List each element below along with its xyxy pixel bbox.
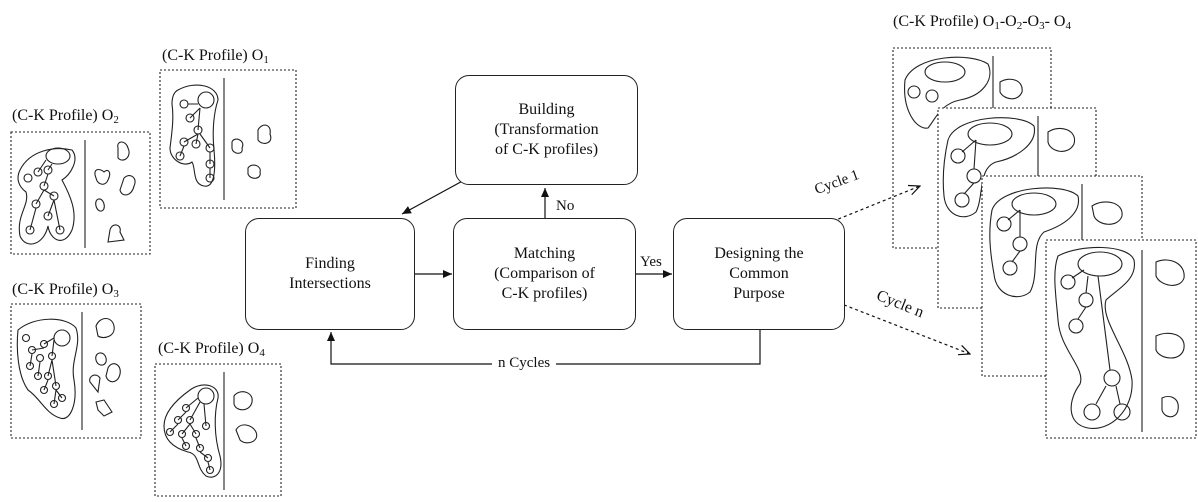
edge-building-to-finding	[401, 177, 469, 215]
profile-o2-panel	[10, 131, 151, 255]
profile-o3-panel	[10, 303, 142, 439]
designing-line3: Purpose	[733, 285, 785, 302]
designing-box: Designing the Common Purpose	[673, 218, 845, 330]
designing-line2: Common	[729, 265, 789, 282]
edge-label-yes: Yes	[640, 254, 662, 270]
label-profile-o2: (C-K Profile) O2	[12, 107, 119, 126]
designing-line1: Designing the	[714, 245, 804, 262]
combined-panel-4	[1045, 239, 1197, 439]
matching-line1: Matching	[513, 245, 576, 262]
label-profile-o4: (C-K Profile) O4	[158, 340, 265, 359]
label-profile-o1: (C-K Profile) O1	[162, 47, 269, 66]
combined-profile-stack	[892, 47, 1197, 439]
finding-line1: Finding	[305, 255, 355, 272]
profile-o4-panel	[154, 363, 282, 497]
finding-line2: Intersections	[289, 275, 371, 292]
profile-o1-panel	[159, 69, 297, 209]
matching-line2: (Comparison of	[494, 265, 595, 282]
edge-label-no: No	[556, 198, 575, 214]
building-line2: (Transformation	[494, 121, 599, 138]
building-box: Building (Transformation of C-K profiles…	[455, 75, 638, 185]
label-profile-combined: (C-K Profile) O1-O2-O3- O4	[893, 13, 1071, 32]
building-line1: Building	[518, 101, 575, 118]
connectors	[327, 177, 970, 365]
label-profile-o3: (C-K Profile) O3	[12, 281, 119, 300]
finding-intersections-box: Finding Intersections	[245, 218, 415, 330]
edge-label-n-cycles: n Cycles	[492, 356, 557, 371]
matching-line3: C-K profiles)	[501, 285, 588, 302]
building-line3: of C-K profiles)	[494, 141, 599, 158]
matching-box: Matching (Comparison of C-K profiles)	[453, 218, 636, 330]
